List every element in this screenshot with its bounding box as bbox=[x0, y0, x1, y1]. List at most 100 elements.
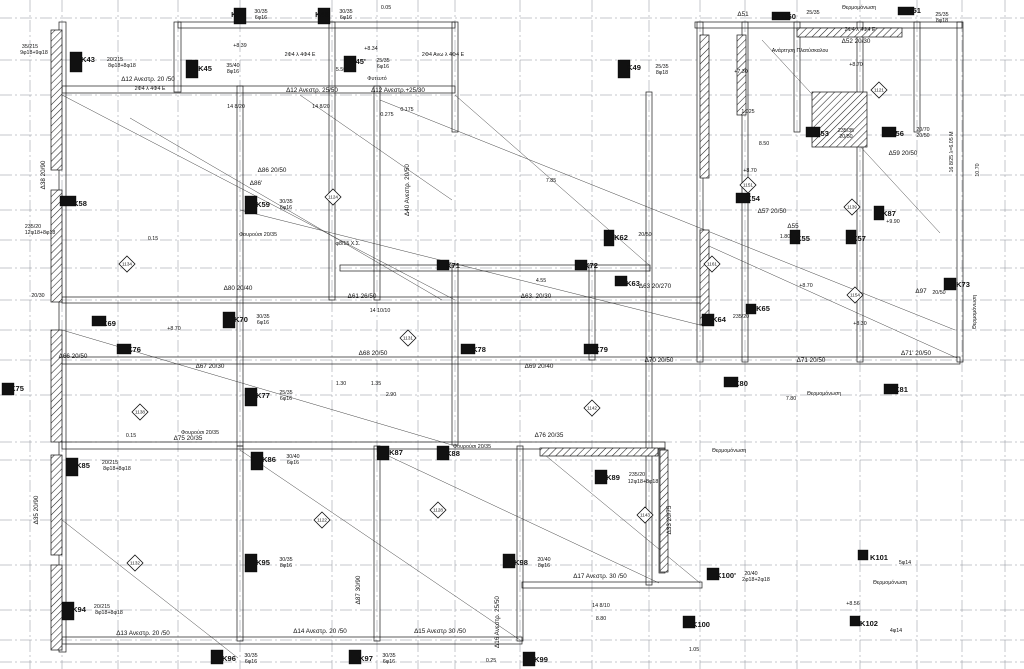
diamond-shape bbox=[399, 329, 417, 347]
dimension-note: 1.30 bbox=[336, 381, 346, 387]
column-marker bbox=[723, 376, 739, 388]
beam-outline bbox=[173, 21, 182, 93]
section-rebar-label: 30/35 bbox=[254, 9, 267, 15]
diamond-number: 1121 bbox=[874, 88, 884, 93]
hatched-wall bbox=[699, 229, 710, 326]
diamond-number: 1131 bbox=[403, 336, 413, 341]
column-label: K44 bbox=[231, 10, 246, 19]
diamond-shape bbox=[313, 511, 331, 529]
section-rebar-label: 30/35 bbox=[256, 314, 269, 320]
diamond-number: 1132 bbox=[130, 561, 140, 566]
dimension-note: +7.30 bbox=[734, 69, 747, 75]
column-marker bbox=[244, 387, 258, 407]
section-rebar-label: 35/215 bbox=[22, 44, 38, 50]
column-marker bbox=[594, 469, 608, 485]
dimension-note: Φουρούσι 20/35 bbox=[453, 443, 491, 450]
leader-line bbox=[454, 94, 650, 266]
section-rebar-label: 6φ16 bbox=[255, 15, 267, 21]
column-marker bbox=[849, 615, 861, 627]
column-label: K45 bbox=[198, 64, 212, 73]
rebar-mark-diamond: 1128 bbox=[429, 501, 447, 519]
dimension-note: Φυτευτό bbox=[367, 75, 387, 82]
column-marker bbox=[244, 553, 258, 573]
column-label: K98 bbox=[514, 558, 528, 567]
section-rebar-label: 2φ18+2φ18 bbox=[742, 577, 770, 583]
section-rebar-label: 6φ16 bbox=[280, 205, 292, 211]
rebar-mark-diamond: 1161 bbox=[703, 255, 721, 273]
columns-layer bbox=[1, 6, 957, 667]
column-marker bbox=[502, 553, 516, 569]
section-rebar-label: 30/35 bbox=[244, 653, 257, 659]
dimension-note: 8.80 bbox=[596, 616, 606, 622]
rebar-mark-diamond: 1151 bbox=[739, 176, 757, 194]
column-label: K62 bbox=[614, 233, 628, 242]
dimension-note: Φουρούσι 20/35 bbox=[181, 429, 219, 436]
dimension-note: +8.70 bbox=[849, 62, 862, 68]
beam-label: Δ63 20/270 bbox=[639, 283, 672, 290]
beam-label: Δ55 bbox=[787, 223, 799, 230]
dimension-note: 1.05 bbox=[689, 647, 699, 653]
column-label: K58 bbox=[73, 199, 87, 208]
dimension-note: 14 10/10 bbox=[370, 308, 391, 314]
rebar-mark-diamond: 1138 bbox=[131, 403, 149, 421]
column-label: K55 bbox=[796, 234, 810, 243]
column-marker bbox=[376, 445, 390, 461]
column-marker bbox=[706, 567, 720, 581]
section-rebar-label: 20/215 bbox=[102, 460, 118, 466]
beam-label: Δ35 20/90 bbox=[33, 495, 40, 524]
dimension-note: 14 8/10 bbox=[592, 603, 610, 609]
beam-label: Δ63. 20/30 bbox=[521, 293, 552, 300]
section-rebar-label: 5φ14 bbox=[899, 560, 911, 566]
diamond-number: 1134 bbox=[122, 262, 132, 267]
beam-outline bbox=[177, 21, 456, 29]
section-rebar-label: 8φ18 bbox=[936, 18, 948, 24]
section-rebar-label: 20/40 bbox=[537, 557, 550, 563]
rebar-mark-diamond: 1132 bbox=[126, 554, 144, 572]
diamond-number: 1124 bbox=[328, 195, 338, 200]
section-rebar-label: 8φ16 bbox=[227, 69, 239, 75]
column-label: K43 bbox=[81, 55, 95, 64]
column-label: K76 bbox=[127, 345, 141, 354]
column-label: K46 bbox=[315, 10, 329, 19]
column-marker bbox=[69, 51, 83, 73]
beam-label: Δ13 Ανεστρ. 20 /50 bbox=[116, 630, 170, 637]
diamond-number: 1151 bbox=[743, 183, 753, 188]
rebar-mark-diamond: 1124 bbox=[324, 188, 342, 206]
hatched-wall bbox=[659, 449, 669, 573]
column-marker bbox=[250, 451, 264, 471]
dimension-note: Θερμομόνωση bbox=[842, 4, 877, 11]
column-label: K64 bbox=[712, 315, 727, 324]
dimension-note: 1.025 bbox=[741, 109, 754, 115]
column-label: K80 bbox=[734, 379, 748, 388]
column-marker bbox=[857, 549, 869, 561]
hatched-wall bbox=[539, 447, 659, 457]
dimension-note: 0.05 bbox=[381, 5, 391, 11]
column-marker bbox=[574, 259, 588, 271]
rebar-mark-diamond: 1143 bbox=[636, 506, 654, 524]
column-label: K101 bbox=[870, 553, 888, 562]
section-rebar-label: 4φ14 bbox=[890, 628, 902, 634]
diamond-number: 1154 bbox=[850, 293, 860, 298]
section-rebar-label: 20/215 bbox=[107, 57, 123, 63]
dimension-note: 0.275 bbox=[380, 112, 393, 118]
dimension-note: 2Φ4 λ 4Φ4 Ε bbox=[285, 52, 316, 58]
beam-label: Δ59 20/50 bbox=[889, 150, 918, 157]
column-label: K100' bbox=[716, 571, 736, 580]
diamond-shape bbox=[131, 403, 149, 421]
column-label: K70 bbox=[234, 315, 248, 324]
leader-line bbox=[544, 454, 701, 584]
column-marker bbox=[789, 229, 801, 245]
hatched-wall bbox=[699, 34, 710, 179]
rebar-mark-diamonds-layer: 1124113411381132113111421143112811541151… bbox=[118, 81, 888, 572]
leader-line bbox=[129, 117, 443, 301]
column-label: K95 bbox=[256, 558, 270, 567]
dimension-note: +8.70 bbox=[799, 283, 812, 289]
leader-line bbox=[699, 241, 958, 359]
column-label: K78 bbox=[472, 345, 486, 354]
beam-label: Δ61 26/50 bbox=[348, 293, 377, 300]
dimension-note: Ανάρτηση Πλατύσκαλου bbox=[772, 47, 829, 54]
hatched-wall bbox=[796, 27, 903, 38]
dimension-note: Θερμομόνωση bbox=[807, 390, 842, 397]
beam-outline bbox=[521, 581, 703, 589]
